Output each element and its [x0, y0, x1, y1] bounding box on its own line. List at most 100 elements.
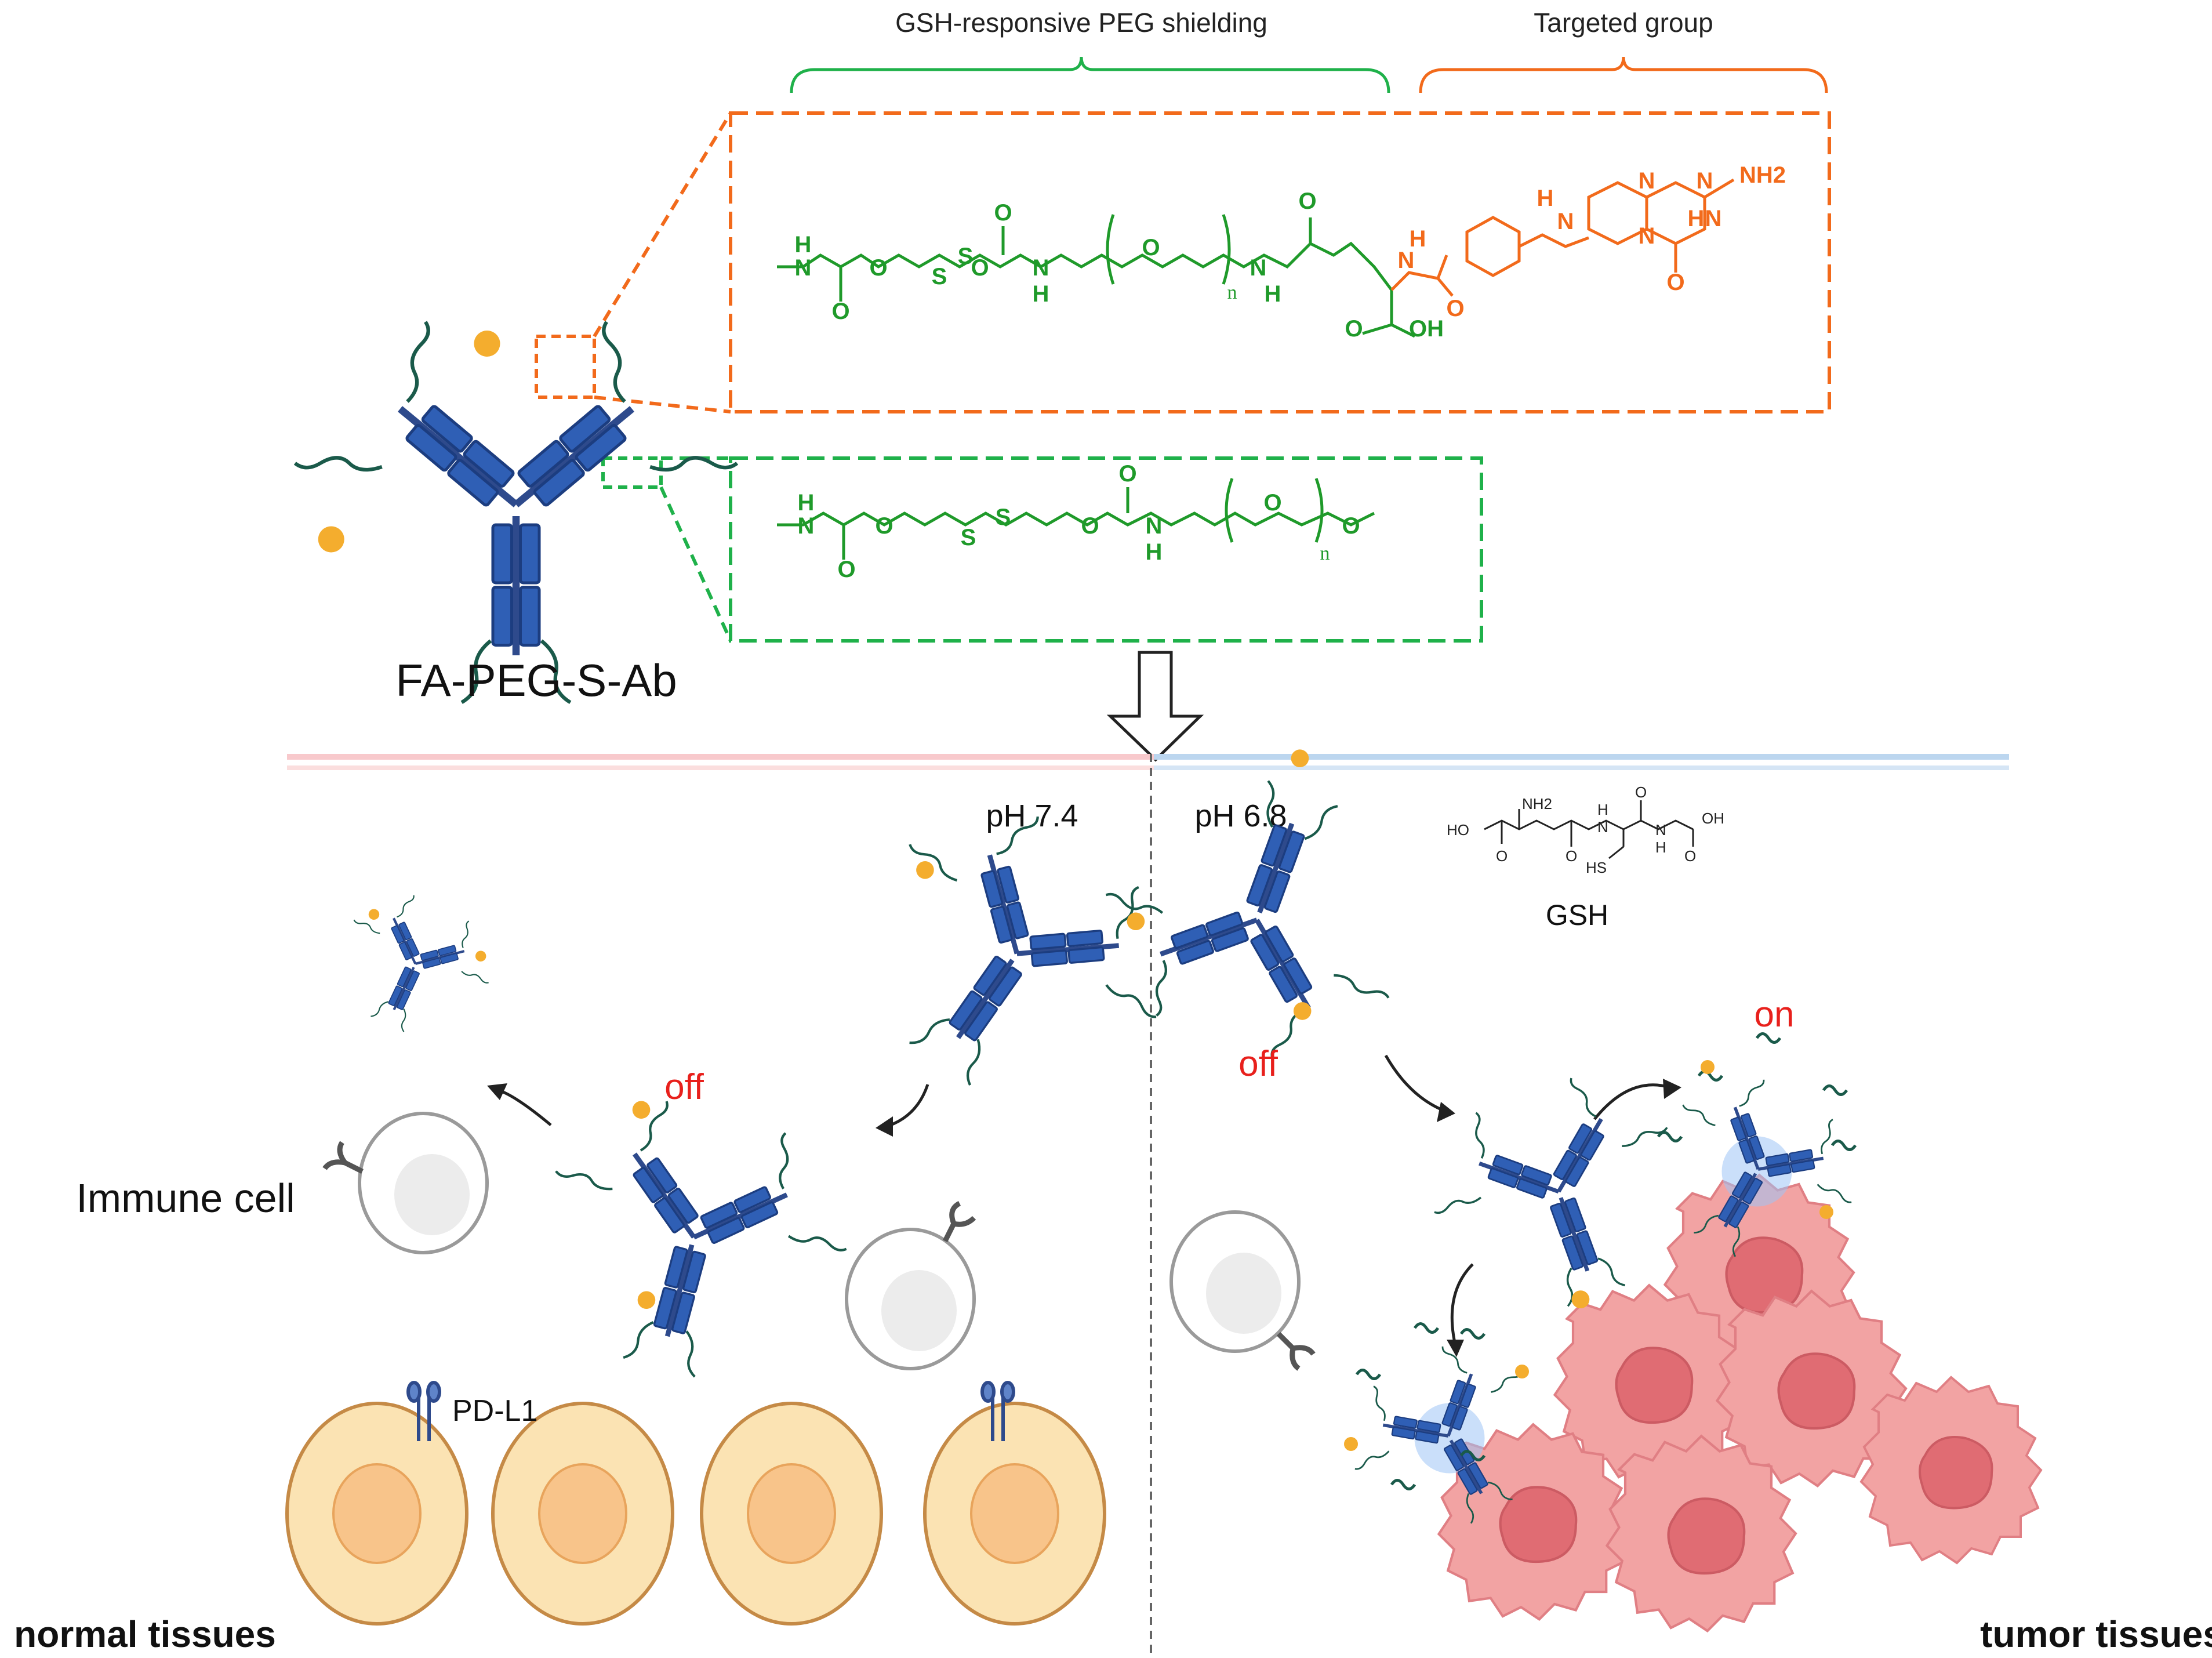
mp-atom-n2: N [1146, 513, 1163, 539]
normal-cell-4 [923, 1402, 1106, 1626]
normal-cell-1 [285, 1402, 468, 1626]
peg-shielding-brace [790, 56, 1390, 93]
fp-atom-h4: H [1410, 226, 1426, 252]
zoom-box-folate [535, 335, 596, 399]
arrow-to-cleavage-head [1663, 1079, 1681, 1099]
mp-atom-o4: O [1081, 513, 1099, 539]
tumor-antibody-2 [1407, 1053, 1715, 1345]
folate-peg-structure-box [729, 111, 1831, 413]
free-folate-dots [1344, 1060, 1833, 1451]
fp-atom-o2: O [869, 255, 887, 281]
conjugate-name: FA-PEG-S-Ab [395, 655, 677, 706]
normal-cell-3 [700, 1402, 883, 1626]
arrow-to-binding-head [1447, 1340, 1464, 1357]
arrow-into-tumor-head [1437, 1102, 1455, 1122]
normal-ph-label: pH 7.4 [986, 799, 1078, 833]
targeted-group-brace [1419, 56, 1828, 93]
tumor-on-label: on [1755, 995, 1795, 1035]
peg-shielding-label: GSH-responsive PEG shielding [895, 8, 1267, 38]
gsh-atom-n1: N [1597, 818, 1608, 836]
fp-atom-n4: N [1398, 248, 1415, 273]
fp-atom-o1: O [831, 299, 849, 324]
fp-atom-h6: H [1688, 206, 1705, 231]
normal-antibody-1 [816, 765, 1211, 1150]
mp-atom-o1: O [837, 557, 855, 582]
mp-atom-o3: O [1118, 461, 1136, 487]
gsh-atom-h1: H [1597, 801, 1608, 818]
zoom-line-folate-bottom [594, 396, 731, 413]
mpeg-structure [777, 478, 1375, 560]
pd-l1-label: PD-L1 [452, 1394, 537, 1428]
immune-cell-center [847, 1200, 976, 1369]
fp-atom-s1: S [932, 264, 947, 289]
mp-atom-o6: O [1342, 513, 1360, 539]
zoom-box-mpeg [601, 456, 663, 489]
fp-atom-o3: O [994, 200, 1012, 226]
targeted-group-label: Targeted group [1534, 8, 1713, 38]
normal-off-label: off [664, 1067, 704, 1107]
fp-atom-n1: N [795, 255, 812, 281]
mp-atom-h2: H [1146, 539, 1163, 565]
gsh-label: GSH [1546, 899, 1608, 931]
fp-atom-o9: O [1446, 296, 1464, 321]
gsh-atom-oh: OH [1702, 810, 1724, 827]
tumor-divider-bar [1154, 754, 2009, 760]
folate-peg-structure [777, 178, 1735, 338]
fp-atom-h2: H [1033, 281, 1049, 307]
fp-atom-o10: O [1666, 270, 1684, 295]
gsh-atom-o2: O [1566, 847, 1577, 865]
tumor-off-label: off [1238, 1044, 1278, 1084]
fp-atom-n-sub: n [1227, 282, 1237, 303]
immune-cell-label: Immune cell [76, 1176, 295, 1221]
zoom-line-mpeg-bottom [659, 486, 732, 642]
activated-antibody-2 [1324, 1318, 1576, 1560]
fp-atom-o8: O [1345, 316, 1363, 342]
tumor-antibody-1 [1073, 703, 1458, 1088]
arrow-into-tumor [1384, 1054, 1444, 1112]
arrow-to-left [498, 1089, 552, 1126]
arrow-to-cleavage [1593, 1083, 1670, 1120]
tumor-tissue-label: tumor tissues [1980, 1613, 2212, 1655]
tumor-cell-cluster [1439, 1175, 2042, 1631]
mp-atom-o5: O [1263, 490, 1281, 516]
immune-cell-tumor [1171, 1212, 1316, 1371]
arrow-to-center-head [876, 1116, 893, 1137]
fp-atom-n3: N [1250, 255, 1267, 281]
fp-atom-n2: N [1033, 255, 1049, 281]
normal-antibody-small [320, 877, 508, 1055]
mp-atom-h1: H [798, 490, 815, 516]
immune-cell-left [322, 1113, 487, 1253]
zoom-line-folate-top [593, 112, 732, 338]
normal-antibody-2 [514, 1078, 871, 1406]
normal-tissue-label: normal tissues [14, 1613, 276, 1655]
fp-atom-h3: H [1265, 281, 1281, 307]
normal-divider-bar [287, 754, 1154, 760]
mp-atom-o2: O [875, 513, 893, 539]
mp-atom-n1: N [798, 513, 815, 539]
fp-atom-o5: O [1142, 235, 1160, 260]
free-peg-fragments [1355, 1032, 1857, 1490]
gsh-atom-nh2: NH2 [1522, 795, 1552, 812]
gsh-atom-o3: O [1635, 783, 1647, 801]
fp-atom-o4: O [971, 255, 989, 281]
fp-atom-o6: O [1298, 188, 1316, 214]
process-arrow [1106, 651, 1204, 762]
fp-atom-n6: N [1639, 168, 1655, 194]
fp-atom-h5: H [1537, 186, 1554, 211]
conjugate-antibody [295, 322, 738, 702]
fp-atom-s2: S [958, 244, 974, 269]
fp-atom-h1: H [795, 232, 812, 257]
fp-atom-n7: N [1697, 168, 1713, 194]
fp-atom-nh2: NH2 [1739, 162, 1786, 188]
gsh-atom-ho: HO [1447, 821, 1469, 839]
arrow-to-binding [1450, 1263, 1474, 1346]
normal-divider-bar-2 [287, 765, 1154, 770]
gsh-atom-hs: HS [1586, 859, 1607, 876]
fp-atom-oh: OH [1409, 316, 1444, 342]
gsh-atom-o1: O [1496, 847, 1508, 865]
gsh-atom-n2: N [1655, 821, 1666, 839]
mp-atom-s2: S [996, 505, 1011, 530]
mpeg-structure-box [729, 456, 1483, 643]
fp-atom-n5: N [1557, 209, 1574, 234]
